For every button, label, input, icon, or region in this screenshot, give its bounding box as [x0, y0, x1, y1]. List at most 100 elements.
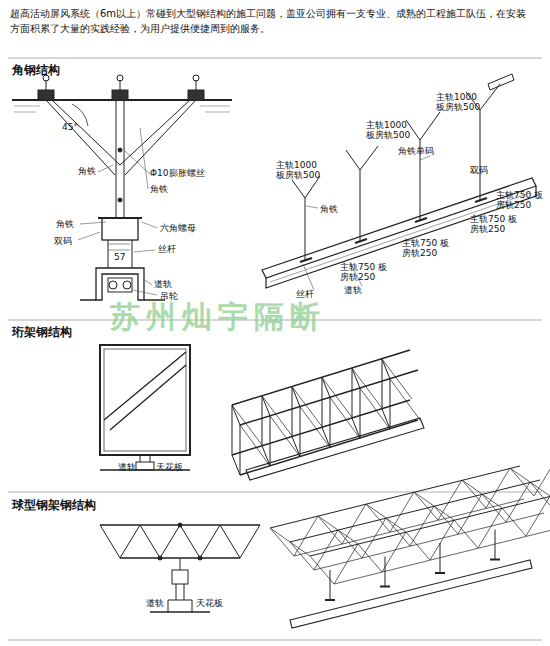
rail-spec: 主轨1000 板房轨500	[436, 92, 486, 113]
rail-spec: 主轨1000 板房轨500	[366, 120, 416, 141]
steel-member	[380, 586, 390, 588]
steel-member	[478, 508, 502, 548]
steel-member	[232, 455, 240, 475]
steel-member	[434, 506, 454, 520]
part-label: 丝杆	[296, 289, 314, 299]
steel-member	[360, 388, 390, 429]
rail-spec: 主轨750 板房轨250	[470, 214, 520, 235]
part-label: 角铁	[150, 184, 168, 194]
rail-spec: 主轨1000 板房轨500	[276, 160, 326, 181]
steel-member	[314, 513, 544, 570]
section-title: 球型钢架钢结构	[12, 499, 96, 512]
steel-member	[294, 499, 524, 556]
steel-member	[510, 468, 530, 482]
steel-member	[530, 482, 550, 496]
part-label: 双码	[470, 165, 488, 175]
steel-member	[240, 425, 241, 475]
steel-member	[390, 379, 391, 429]
steel-member	[232, 405, 262, 445]
section-title: 角钢结构	[12, 64, 60, 77]
steel-member	[382, 409, 390, 429]
watermark: 苏州灿宇隔断	[110, 300, 326, 335]
steel-member	[352, 418, 360, 438]
steel-member	[292, 387, 293, 437]
angle-mark: 45°	[62, 122, 78, 132]
steel-member	[325, 599, 335, 601]
steel-member	[270, 528, 290, 542]
steel-member	[366, 504, 386, 518]
steel-member	[382, 359, 383, 409]
steel-member	[300, 407, 301, 457]
steel-member	[502, 508, 526, 536]
steel-member	[454, 520, 478, 548]
steel-member	[386, 518, 406, 532]
steel-member	[334, 527, 550, 584]
rail-spec: 主轨750 板房轨250	[496, 190, 546, 211]
steel-member	[360, 388, 361, 438]
steel-member	[262, 396, 270, 416]
steel-member	[382, 532, 406, 572]
steel-member	[330, 570, 331, 600]
steel-member	[390, 379, 420, 420]
steel-member	[490, 559, 500, 561]
part-label: 天花板	[196, 598, 223, 608]
steel-member	[385, 557, 386, 587]
steel-member	[292, 437, 300, 457]
steel-member	[440, 543, 441, 573]
steel-member	[318, 516, 338, 530]
part-label: 双码	[54, 236, 72, 246]
part-label: 道轨	[146, 598, 164, 608]
intro-text: 超高活动屏风系统（6m以上）常碰到大型钢结构的施工问题，盖亚公司拥有一支专业、成…	[10, 6, 535, 36]
steel-member	[292, 387, 322, 427]
steel-member	[482, 494, 502, 508]
steel-member	[310, 494, 550, 556]
section-title: 珩架钢结构	[12, 326, 72, 339]
steel-member	[322, 377, 330, 397]
part-label: 角铁	[56, 219, 74, 229]
steel-member	[270, 466, 520, 528]
part-label: 天花板	[156, 462, 183, 472]
steel-member	[526, 496, 550, 536]
steel-member	[382, 359, 412, 399]
part-label: Φ10膨胀螺丝	[150, 168, 205, 178]
steel-member	[414, 492, 434, 506]
steel-member	[435, 572, 445, 574]
part-label: 六角螺母	[160, 223, 196, 233]
steel-member	[240, 425, 270, 466]
steel-member	[330, 397, 360, 438]
part-label: 道轨	[118, 462, 136, 472]
steel-member	[358, 544, 382, 572]
steel-member	[334, 544, 358, 584]
steel-member	[262, 396, 292, 436]
part-label: 角铁	[320, 204, 338, 214]
dimension: 57	[114, 252, 125, 262]
part-label: 丝杆	[158, 244, 176, 254]
steel-member	[262, 396, 263, 446]
steel-member	[495, 530, 496, 560]
steel-member	[382, 359, 390, 379]
steel-member	[338, 530, 358, 544]
part-label: 角铁	[78, 166, 96, 176]
part-label: 道轨	[344, 285, 362, 295]
steel-member	[352, 368, 353, 418]
rail-spec: 主轨750 板房轨250	[340, 262, 390, 283]
steel-member	[322, 427, 330, 447]
steel-member	[232, 405, 240, 425]
steel-member	[406, 532, 430, 560]
steel-member	[290, 542, 310, 556]
steel-member	[430, 520, 454, 560]
steel-member	[330, 397, 331, 447]
steel-member	[270, 416, 271, 466]
steel-member	[292, 387, 300, 407]
steel-member	[352, 368, 360, 388]
steel-member	[322, 377, 323, 427]
steel-member	[462, 480, 482, 494]
steel-member	[300, 407, 330, 448]
steel-member	[232, 405, 233, 455]
steel-member	[322, 377, 352, 417]
rail-spec: 主轨750 板房轨250	[402, 238, 452, 259]
part-label: 角铁单码	[398, 146, 434, 156]
steel-member	[270, 416, 300, 457]
steel-member	[290, 480, 540, 542]
